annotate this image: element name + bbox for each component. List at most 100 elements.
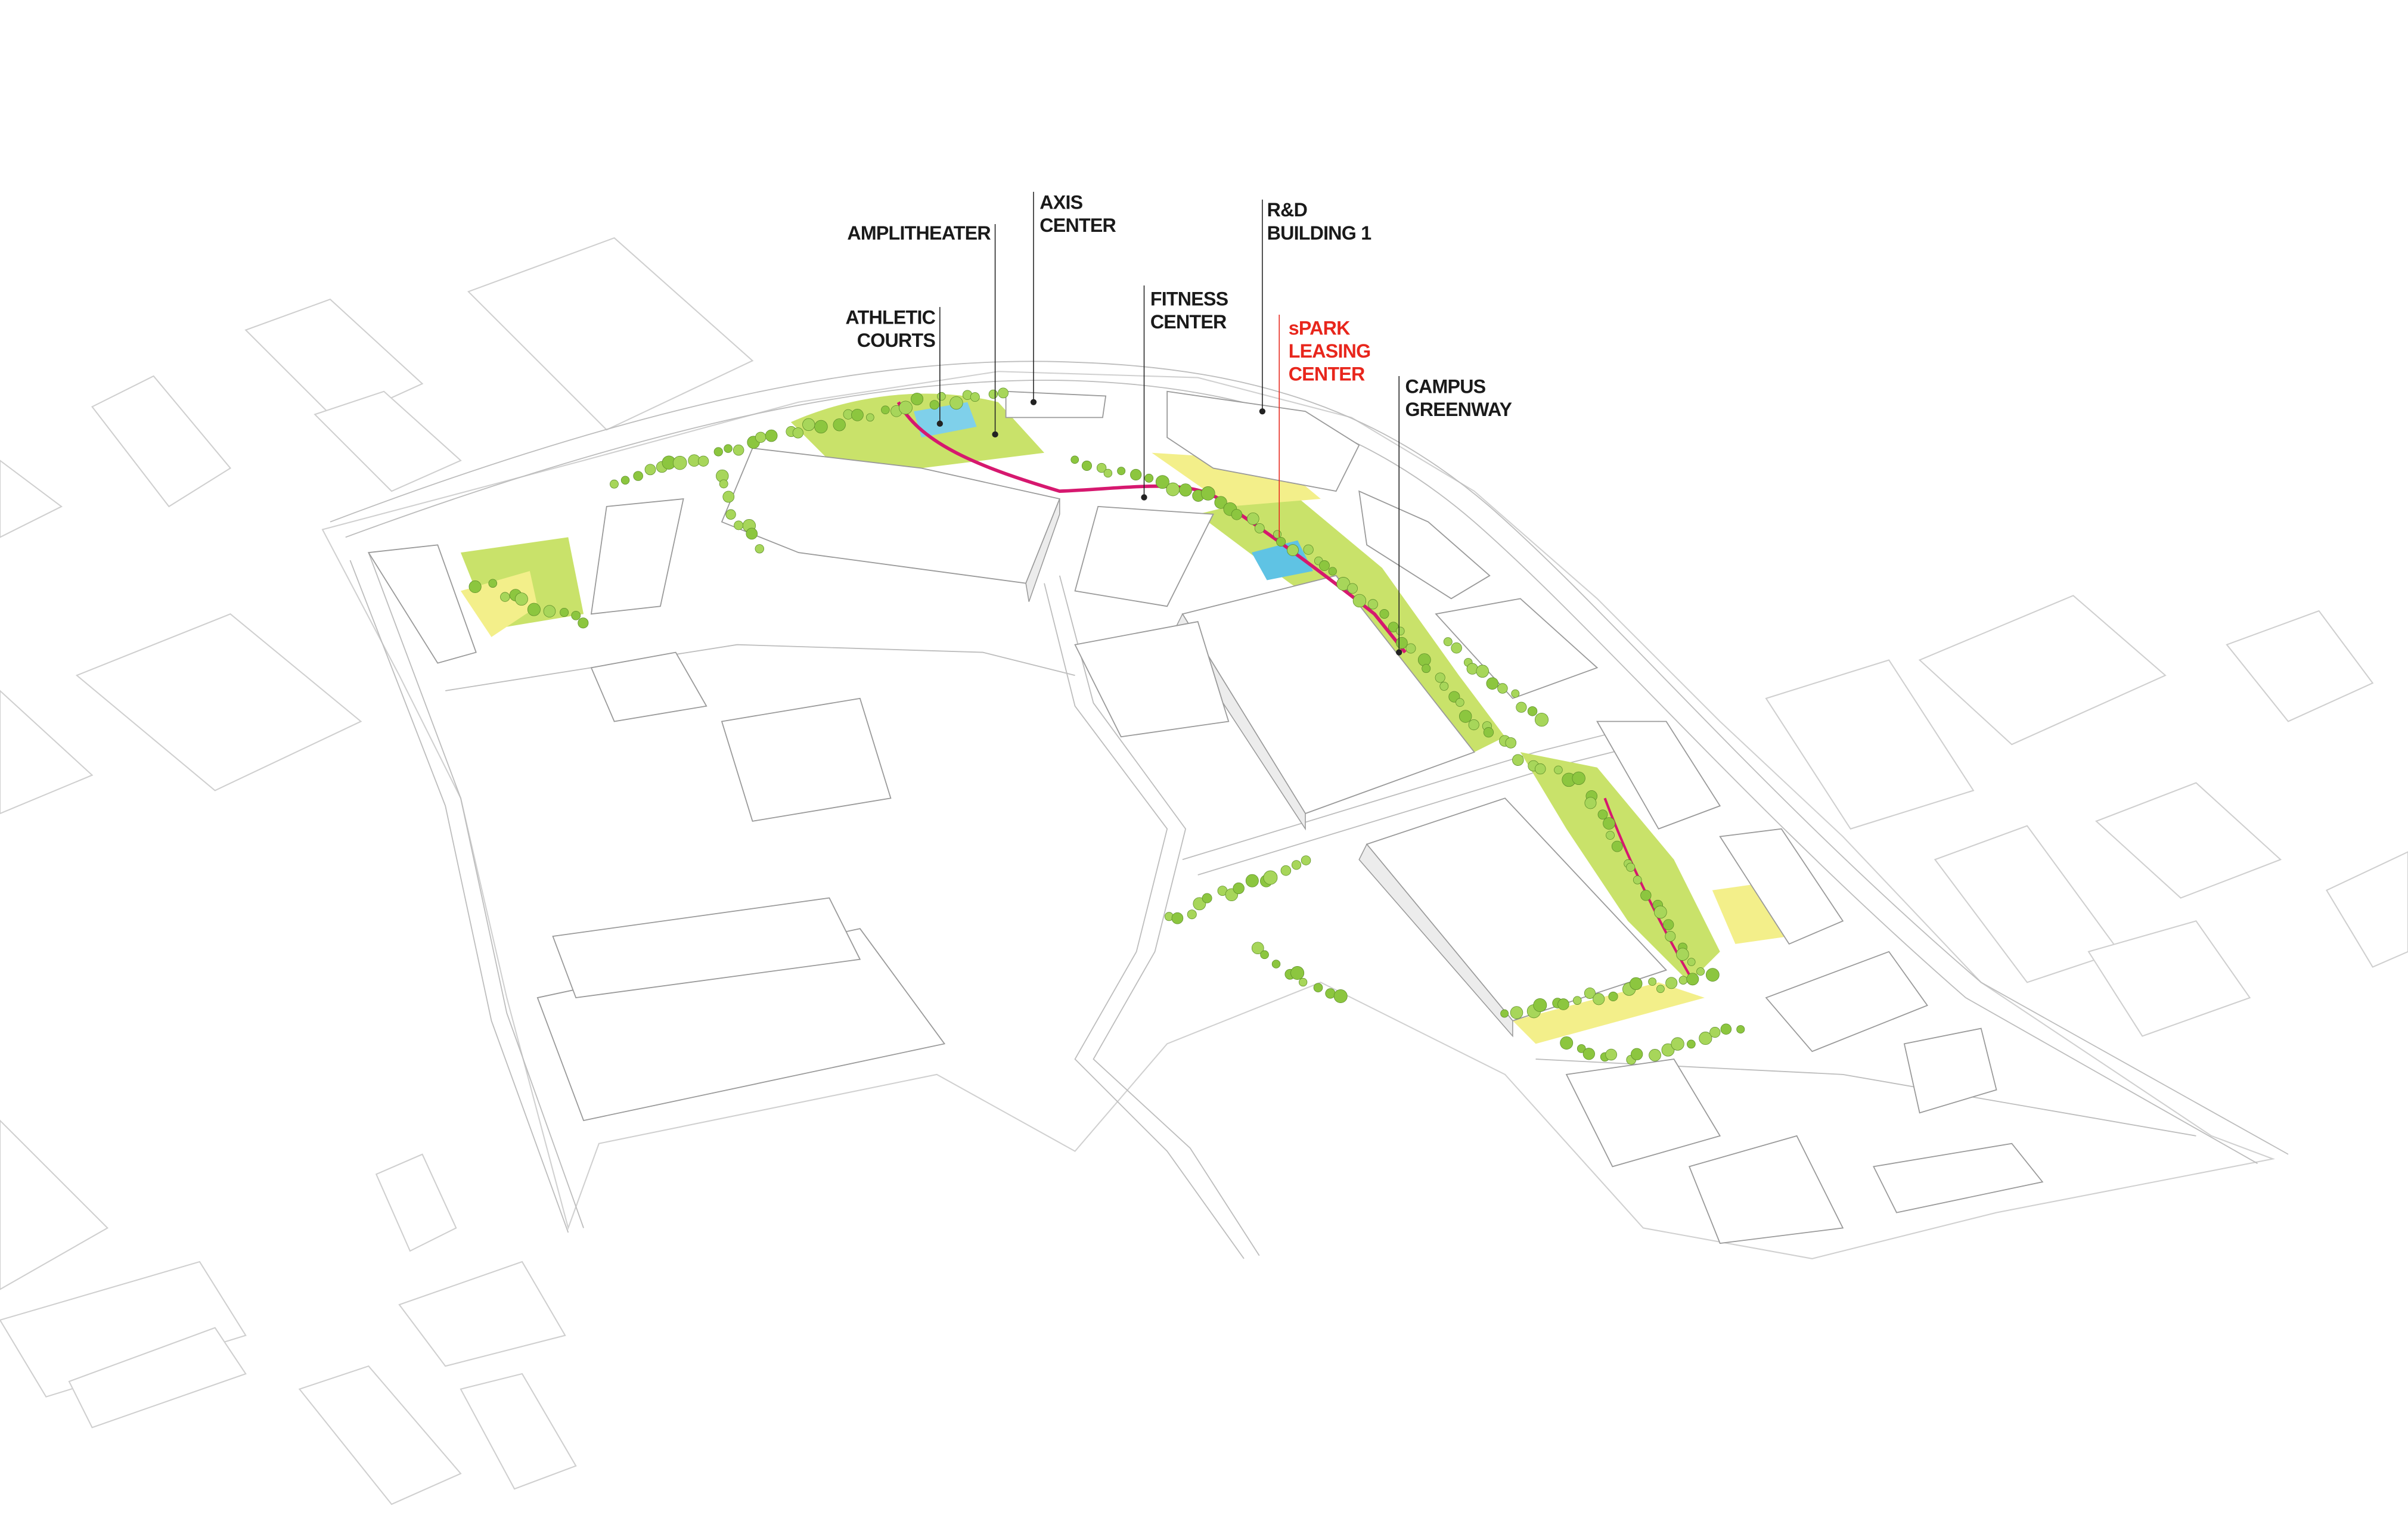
tree-icon [1245, 874, 1259, 887]
building-axis-center [1005, 390, 1107, 418]
marker-dot [1396, 649, 1402, 656]
tree-icon [1640, 890, 1652, 901]
tree-icon [1298, 977, 1308, 987]
tree-icon [1584, 987, 1596, 999]
tree-icon [1665, 977, 1678, 989]
tree-icon [1705, 968, 1720, 982]
tree-icon [733, 444, 744, 456]
tree-icon [620, 476, 630, 485]
tree-icon [949, 396, 963, 410]
tree-icon [1687, 1039, 1696, 1049]
label-text: CENTER [1150, 311, 1227, 333]
tree-icon [610, 479, 619, 489]
tree-icon [1500, 1009, 1509, 1018]
marker-dot [1030, 399, 1037, 405]
label-text: AMPLITHEATER [847, 222, 991, 244]
tree-icon [929, 400, 939, 410]
tree-icon [1649, 1049, 1661, 1061]
label-fitness-center: FITNESS CENTER [1141, 285, 1228, 501]
label-text: sPARK [1289, 317, 1350, 339]
tree-icon [560, 608, 569, 617]
tree-icon [1443, 637, 1453, 647]
tree-icon [988, 389, 998, 399]
tree-icon [488, 579, 498, 588]
tree-icon [1665, 931, 1676, 942]
tree-icon [1459, 710, 1472, 723]
tree-icon [1557, 998, 1569, 1010]
label-text: CAMPUS [1405, 375, 1486, 397]
tree-icon [851, 408, 864, 421]
tree-icon [1661, 1043, 1675, 1057]
tree-icon [1303, 544, 1314, 555]
tree-icon [1671, 1037, 1684, 1051]
label-text: FITNESS [1150, 288, 1228, 310]
tree-icon [514, 592, 528, 606]
label-text: CENTER [1039, 215, 1116, 236]
tree-icon [1720, 1023, 1732, 1035]
label-spark-leasing-center: sPARK LEASING CENTER [1279, 314, 1371, 538]
label-athletic-courts: ATHLETIC COURTS [846, 306, 943, 427]
tree-icon [1291, 860, 1302, 870]
marker-dot [992, 431, 998, 438]
tree-icon [802, 418, 815, 431]
tree-icon [1512, 754, 1524, 766]
marker-dot [1141, 494, 1147, 501]
tree-icon [1597, 809, 1608, 820]
tree-icon [814, 420, 828, 434]
tree-icon [755, 431, 767, 443]
tree-icon [1611, 840, 1623, 852]
tree-icon [1582, 1048, 1595, 1060]
tree-icon [1630, 977, 1643, 991]
tree-icon [1572, 996, 1582, 1005]
tree-icon [1533, 998, 1547, 1012]
tree-icon [1155, 475, 1169, 489]
tree-icon [1608, 991, 1618, 1002]
tree-icon [1328, 567, 1337, 576]
tree-icon [1396, 626, 1405, 636]
tree-icon [722, 490, 735, 503]
tree-icon [1554, 765, 1563, 775]
tree-icon [1439, 681, 1449, 691]
tree-icon [1379, 609, 1389, 619]
tree-icon [865, 413, 874, 422]
tree-icon [1396, 637, 1408, 649]
tree-icon [1144, 473, 1154, 483]
tree-icon [1510, 1006, 1523, 1019]
label-rd-building-1: R&D BUILDING 1 [1259, 199, 1371, 415]
tree-icon [1103, 468, 1113, 478]
tree-icon [1468, 719, 1479, 731]
tree-icon [937, 392, 946, 401]
tree-icon [1662, 919, 1674, 930]
tree-icon [1276, 536, 1286, 547]
tree-icon [1367, 599, 1378, 610]
tree-icon [1626, 862, 1636, 872]
tree-icon [1096, 462, 1107, 473]
tree-icon [724, 444, 733, 453]
label-text: R&D [1267, 199, 1307, 221]
tree-icon [1263, 870, 1278, 885]
tree-icon [1476, 665, 1490, 678]
tree-icon [672, 455, 687, 470]
tree-icon [1287, 544, 1299, 557]
tree-icon [1214, 496, 1227, 509]
tree-icon [998, 387, 1009, 399]
tree-icon [1676, 948, 1689, 961]
tree-icon [911, 392, 924, 405]
tree-icon [644, 464, 656, 476]
tree-icon [1451, 642, 1462, 654]
tree-icon [1687, 958, 1696, 966]
tree-icon [1686, 973, 1699, 986]
tree-icon [1388, 622, 1399, 632]
tree-icon [1347, 583, 1358, 594]
tree-icon [1435, 672, 1445, 683]
label-text: AXIS [1039, 191, 1082, 213]
tree-icon [1584, 797, 1597, 809]
tree-icon [1653, 905, 1667, 919]
tree-icon [1193, 897, 1206, 911]
tree-icon [1233, 882, 1245, 895]
tree-icon [697, 455, 709, 467]
tree-icon [755, 544, 764, 554]
athletic-court [914, 402, 977, 438]
